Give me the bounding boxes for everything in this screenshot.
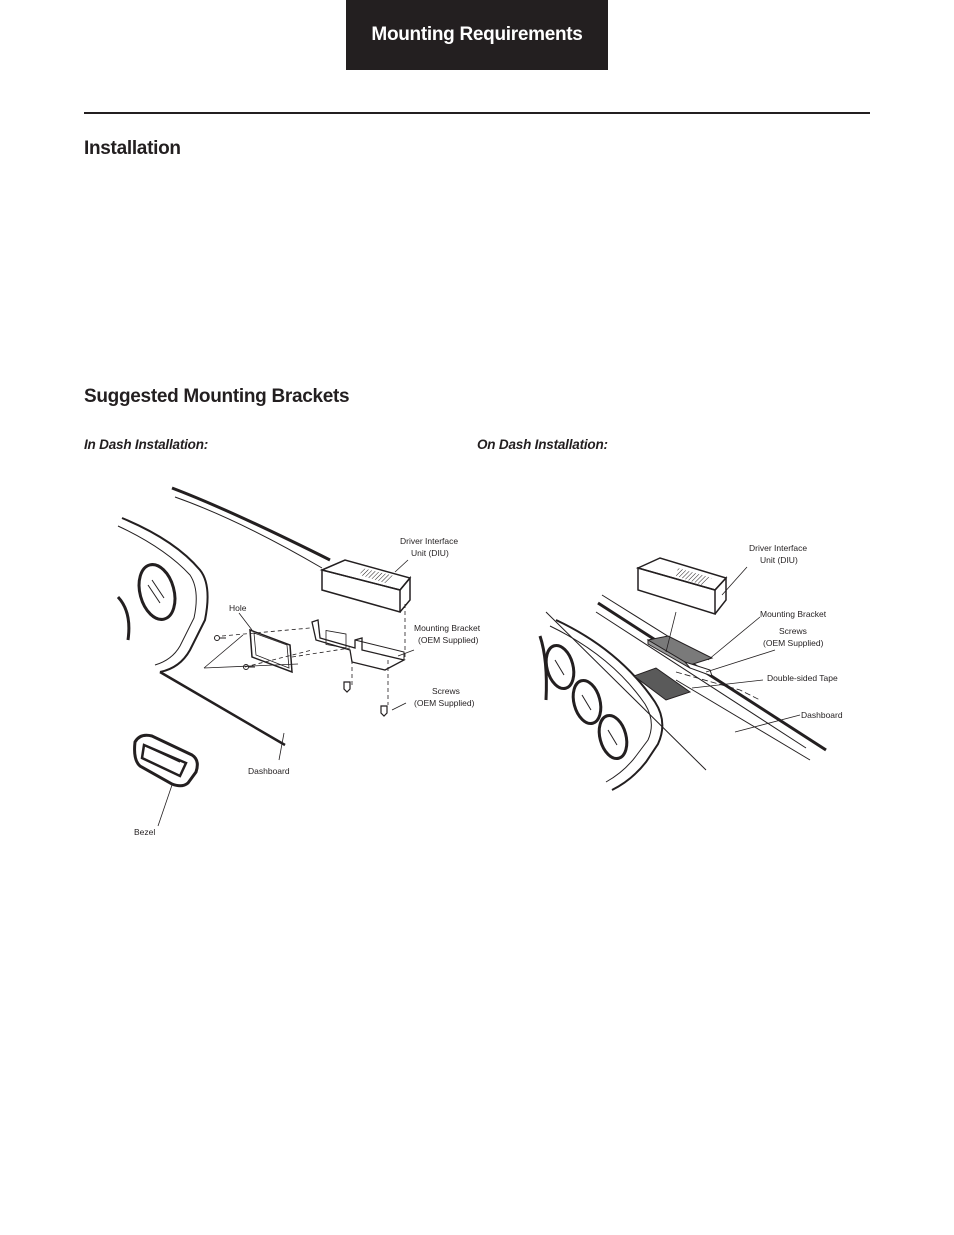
in-dash-caption: In Dash Installation: (84, 437, 209, 452)
section-header-tab: Mounting Requirements (346, 0, 608, 70)
on-dash-label-tape: Double-sided Tape (767, 673, 838, 683)
on-dash-label-diu-1: Driver Interface (749, 543, 807, 553)
header-title: Mounting Requirements (371, 24, 583, 45)
in-dash-diagram (116, 486, 415, 827)
header-rule (84, 112, 870, 114)
in-dash-label-bracket-1: Mounting Bracket (414, 623, 481, 633)
on-dash-label-bracket: Mounting Bracket (760, 609, 827, 619)
on-dash-label-diu-2: Unit (DIU) (760, 555, 798, 565)
on-dash-diagram (538, 557, 827, 791)
on-dash-label-screws-1: Screws (779, 626, 807, 636)
on-dash-label-dashboard: Dashboard (801, 710, 843, 720)
on-dash-label-screws-2: (OEM Supplied) (763, 638, 824, 648)
in-dash-label-screws-2: (OEM Supplied) (414, 698, 475, 708)
in-dash-label-diu-1: Driver Interface (400, 536, 458, 546)
in-dash-label-diu-2: Unit (DIU) (411, 548, 449, 558)
brackets-heading: Suggested Mounting Brackets (84, 386, 350, 407)
in-dash-label-screws-1: Screws (432, 686, 460, 696)
in-dash-label-hole: Hole (229, 603, 247, 613)
in-dash-label-bracket-2: (OEM Supplied) (418, 635, 479, 645)
in-dash-label-dashboard: Dashboard (248, 766, 290, 776)
in-dash-label-bezel: Bezel (134, 827, 155, 837)
on-dash-caption: On Dash Installation: (477, 437, 608, 452)
installation-heading: Installation (84, 138, 181, 159)
